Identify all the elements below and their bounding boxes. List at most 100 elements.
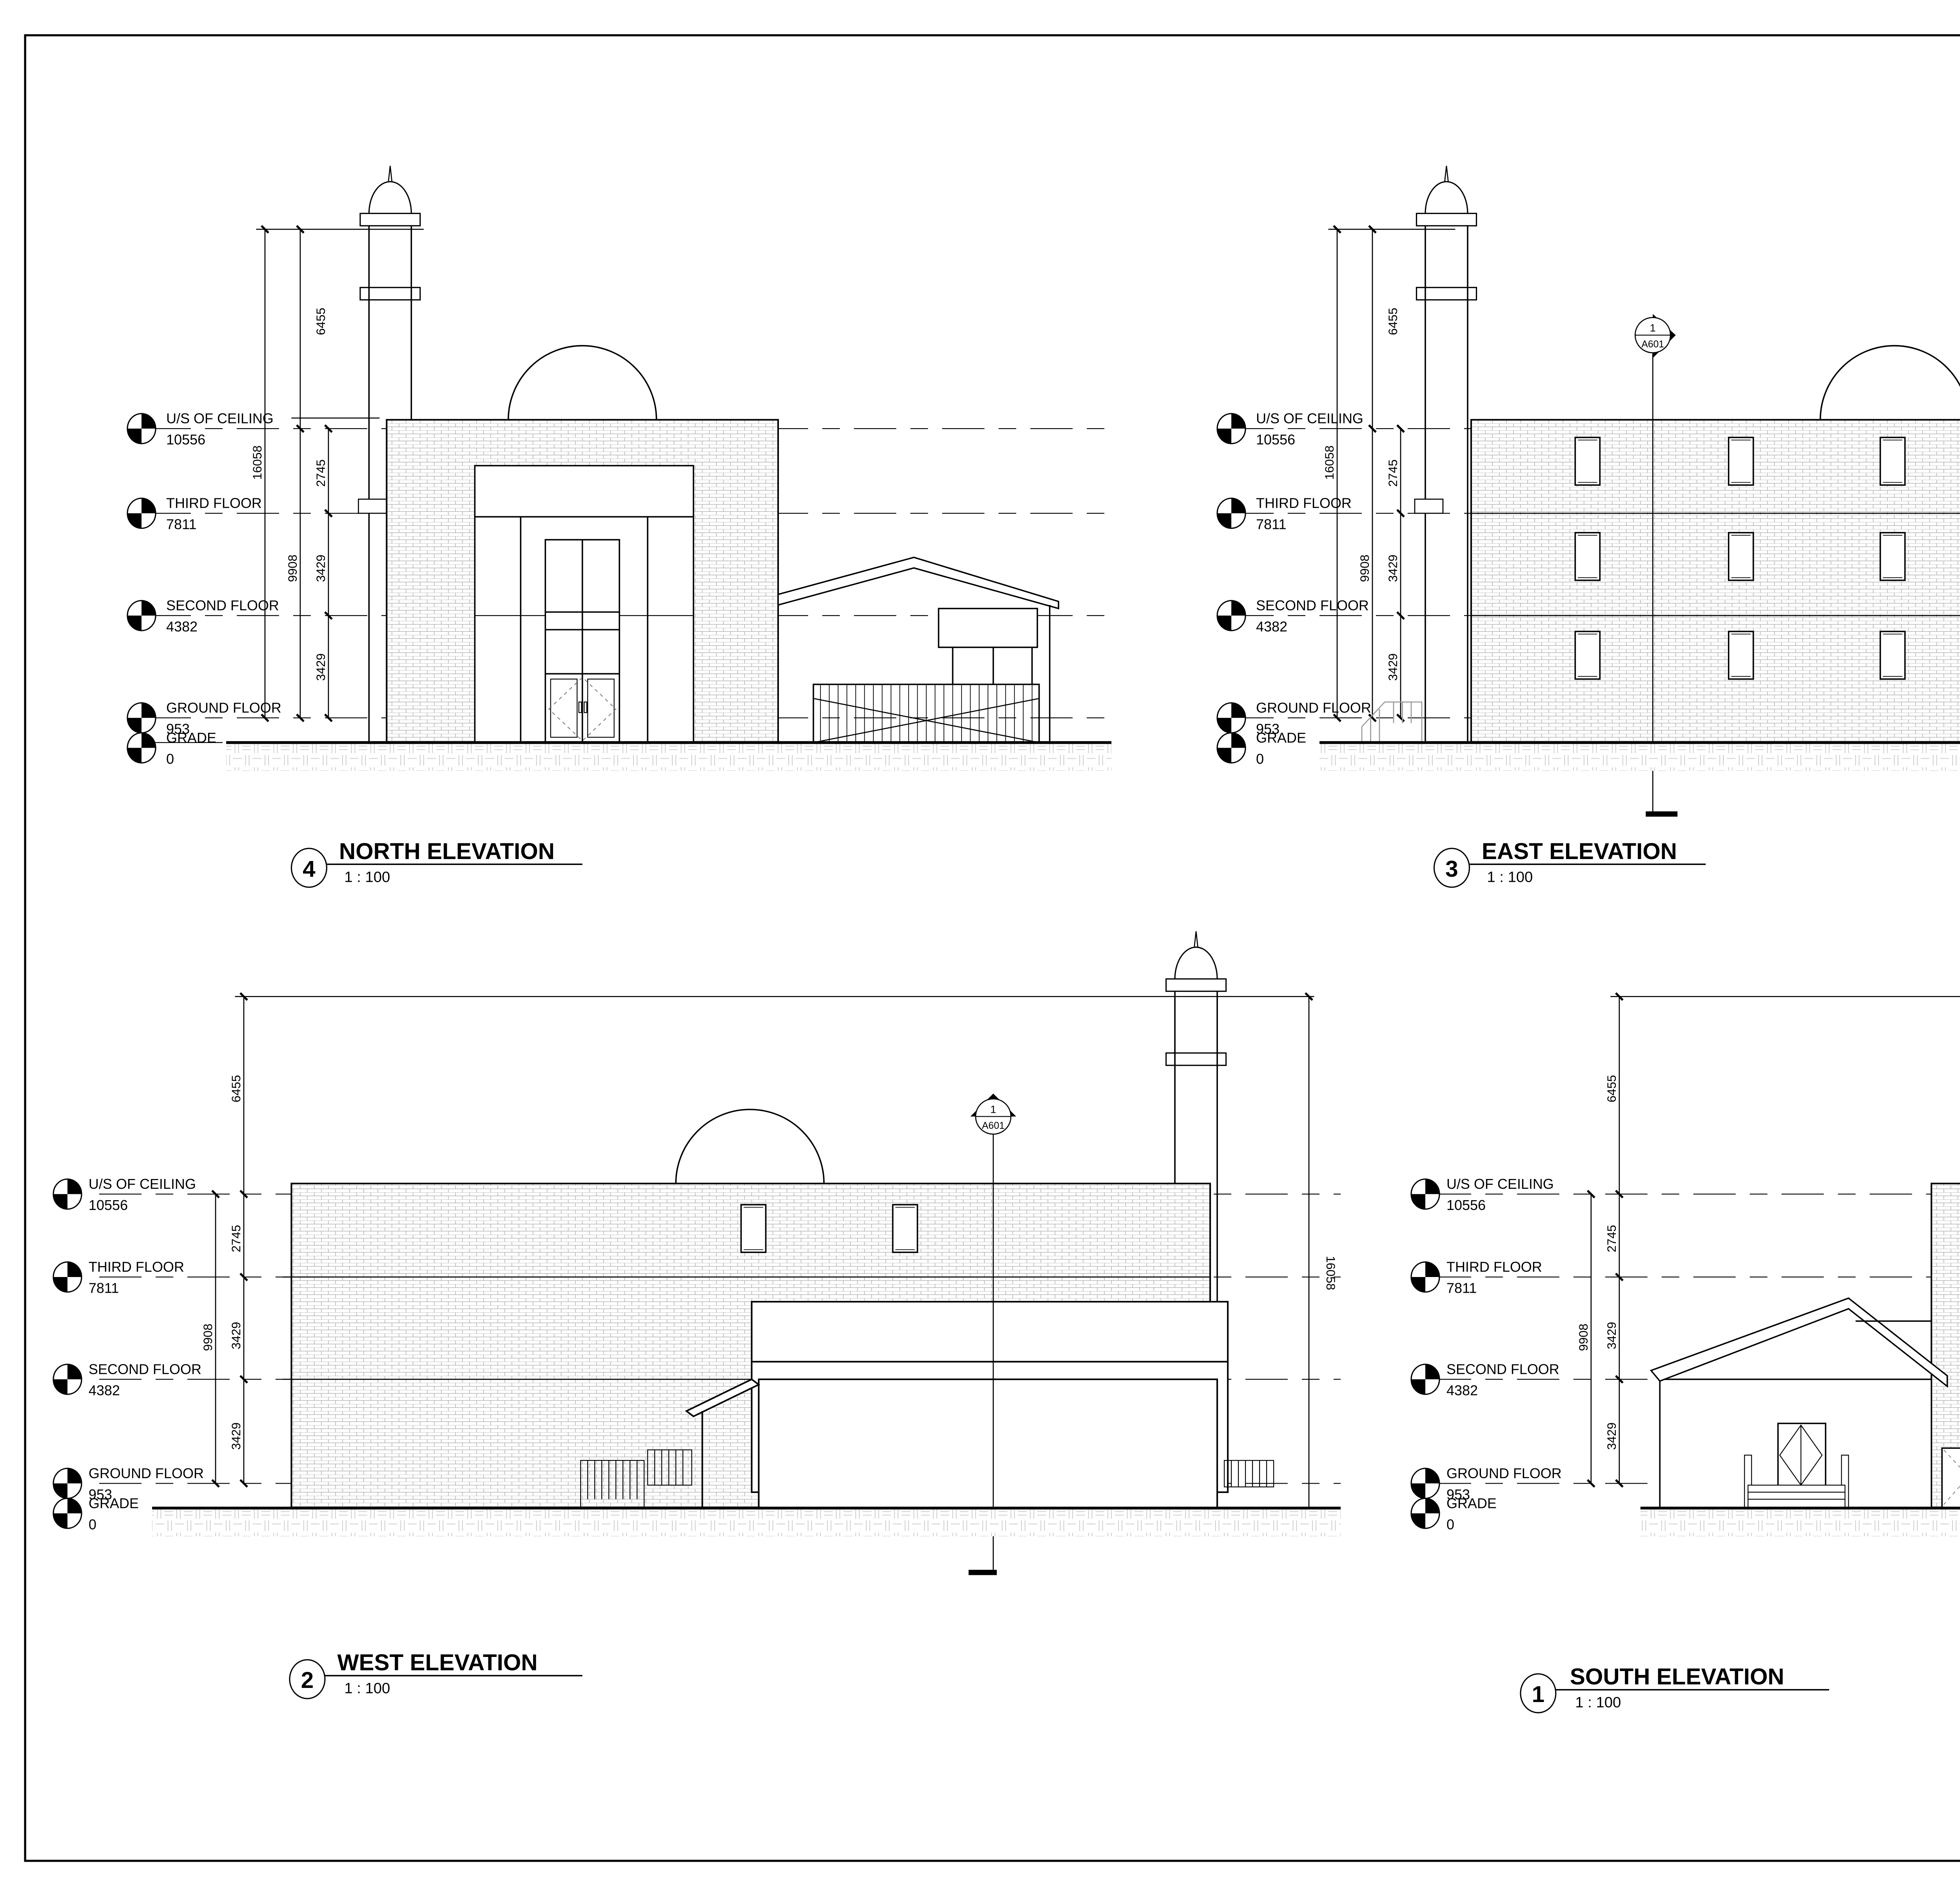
svg-text:6455: 6455 [314,308,328,335]
svg-text:1 : 100: 1 : 100 [1575,1694,1621,1711]
section-marker-west: 1 A601 [968,1094,1016,1575]
entrance-portal [474,465,694,743]
svg-text:1 : 100: 1 : 100 [1487,868,1533,885]
dome [507,345,657,420]
svg-text:3429: 3429 [229,1322,243,1349]
svg-text:GROUND FLOOR: GROUND FLOOR [89,1465,204,1481]
svg-text:10556: 10556 [1256,432,1295,448]
svg-text:U/S OF CEILING: U/S OF CEILING [1446,1176,1554,1192]
svg-text:0: 0 [1446,1516,1454,1532]
svg-text:3429: 3429 [314,554,328,582]
annex-with-ramp [777,556,1060,743]
svg-text:3429: 3429 [1604,1322,1619,1349]
svg-text:2: 2 [301,1668,314,1693]
view-title-north: 4 NORTH ELEVATION 1 : 100 [290,839,583,888]
svg-text:3429: 3429 [314,653,328,681]
svg-text:GRADE: GRADE [1256,730,1306,746]
brick-facade [1470,419,1960,743]
svg-text:4: 4 [303,856,316,882]
svg-text:3429: 3429 [1386,653,1400,681]
svg-text:U/S OF CEILING: U/S OF CEILING [1256,411,1363,427]
svg-text:953: 953 [166,721,190,737]
svg-text:0: 0 [1256,751,1264,767]
view-title-east: 3 EAST ELEVATION 1 : 100 [1433,839,1706,888]
svg-text:A601: A601 [982,1121,1005,1131]
svg-text:6455: 6455 [1604,1075,1619,1103]
svg-text:7811: 7811 [89,1280,119,1296]
svg-text:4382: 4382 [166,618,198,634]
svg-text:6455: 6455 [229,1075,243,1103]
svg-text:3: 3 [1445,856,1458,882]
svg-text:953: 953 [1256,721,1279,737]
dimension-strings: 16058 6455 2745 9908 3429 3429 [1322,226,1455,721]
level-markers: U/S OF CEILING 10556 THIRD FLOOR 7811 SECO… [1411,1176,1562,1532]
svg-text:9908: 9908 [1576,1324,1590,1351]
svg-text:16058: 16058 [250,445,264,480]
svg-text:2745: 2745 [1604,1225,1619,1252]
svg-text:10556: 10556 [1446,1197,1486,1213]
svg-text:NORTH ELEVATION: NORTH ELEVATION [339,839,555,864]
svg-text:GRADE: GRADE [89,1495,139,1511]
svg-text:1: 1 [1532,1682,1545,1707]
south-elevation: U/S OF CEILING 10556 THIRD FLOOR 7811 SECO… [1411,931,1960,1713]
gabled-annex [1650,1297,1960,1509]
svg-text:1: 1 [1650,322,1656,334]
svg-text:16058: 16058 [1324,1256,1338,1290]
svg-text:2745: 2745 [1386,460,1400,487]
grade-hatch [1319,742,1960,771]
svg-text:THIRD FLOOR: THIRD FLOOR [166,495,262,511]
grade-hatch [226,742,1112,771]
svg-text:GRADE: GRADE [1446,1495,1497,1511]
dimension-strings: 16058 6455 2745 9908 3429 3429 [250,226,424,721]
svg-text:953: 953 [89,1486,112,1502]
svg-text:16058: 16058 [1322,445,1336,480]
svg-text:9908: 9908 [1357,554,1372,582]
svg-text:7811: 7811 [1446,1280,1477,1296]
grade-hatch [152,1508,1341,1537]
svg-text:SECOND FLOOR: SECOND FLOOR [89,1361,201,1377]
svg-text:4382: 4382 [1446,1382,1478,1398]
svg-text:GROUND FLOOR: GROUND FLOOR [1256,699,1371,716]
svg-text:4382: 4382 [1256,618,1287,634]
svg-text:1 : 100: 1 : 100 [344,868,390,885]
svg-text:10556: 10556 [166,432,205,448]
svg-text:A601: A601 [1641,339,1664,350]
dimension-strings: 6455 2745 9908 3429 3429 16058 [201,993,1338,1508]
svg-text:3429: 3429 [229,1422,243,1450]
svg-text:GRADE: GRADE [166,730,216,746]
svg-text:GROUND FLOOR: GROUND FLOOR [1446,1465,1562,1481]
svg-text:U/S OF CEILING: U/S OF CEILING [166,411,274,427]
svg-text:0: 0 [166,751,174,767]
view-title-south: 1 SOUTH ELEVATION 1 : 100 [1520,1664,1829,1713]
dimension-strings: 6455 2745 9908 3429 3429 16058 [1576,993,1960,1508]
svg-text:U/S OF CEILING: U/S OF CEILING [89,1176,196,1192]
svg-text:GROUND FLOOR: GROUND FLOOR [166,699,281,716]
svg-text:9908: 9908 [201,1324,215,1351]
svg-text:SECOND FLOOR: SECOND FLOOR [166,598,279,614]
svg-text:10556: 10556 [89,1197,128,1213]
section-marker-east: 1 A601 [1634,314,1678,817]
north-elevation: U/S OF CEILING 10556 THIRD FLOOR 7811 SECO… [127,165,1112,888]
svg-text:7811: 7811 [166,516,196,532]
svg-text:7811: 7811 [1256,516,1286,532]
svg-text:3429: 3429 [1386,554,1400,582]
svg-text:2745: 2745 [314,460,328,487]
svg-text:THIRD FLOOR: THIRD FLOOR [1256,495,1352,511]
view-title-west: 2 WEST ELEVATION 1 : 100 [289,1650,583,1699]
svg-text:SOUTH ELEVATION: SOUTH ELEVATION [1570,1664,1784,1689]
annex-volume [685,1301,1229,1509]
svg-text:0: 0 [89,1516,96,1532]
grade-hatch [1640,1508,1960,1537]
svg-text:953: 953 [1446,1486,1470,1502]
svg-text:SECOND FLOOR: SECOND FLOOR [1446,1361,1559,1377]
level-markers: U/S OF CEILING 10556 THIRD FLOOR 7811 SECO… [127,411,281,767]
svg-text:THIRD FLOOR: THIRD FLOOR [1446,1259,1542,1275]
dome [675,1108,825,1184]
exterior-stair [1361,701,1423,743]
svg-text:9908: 9908 [285,554,299,582]
